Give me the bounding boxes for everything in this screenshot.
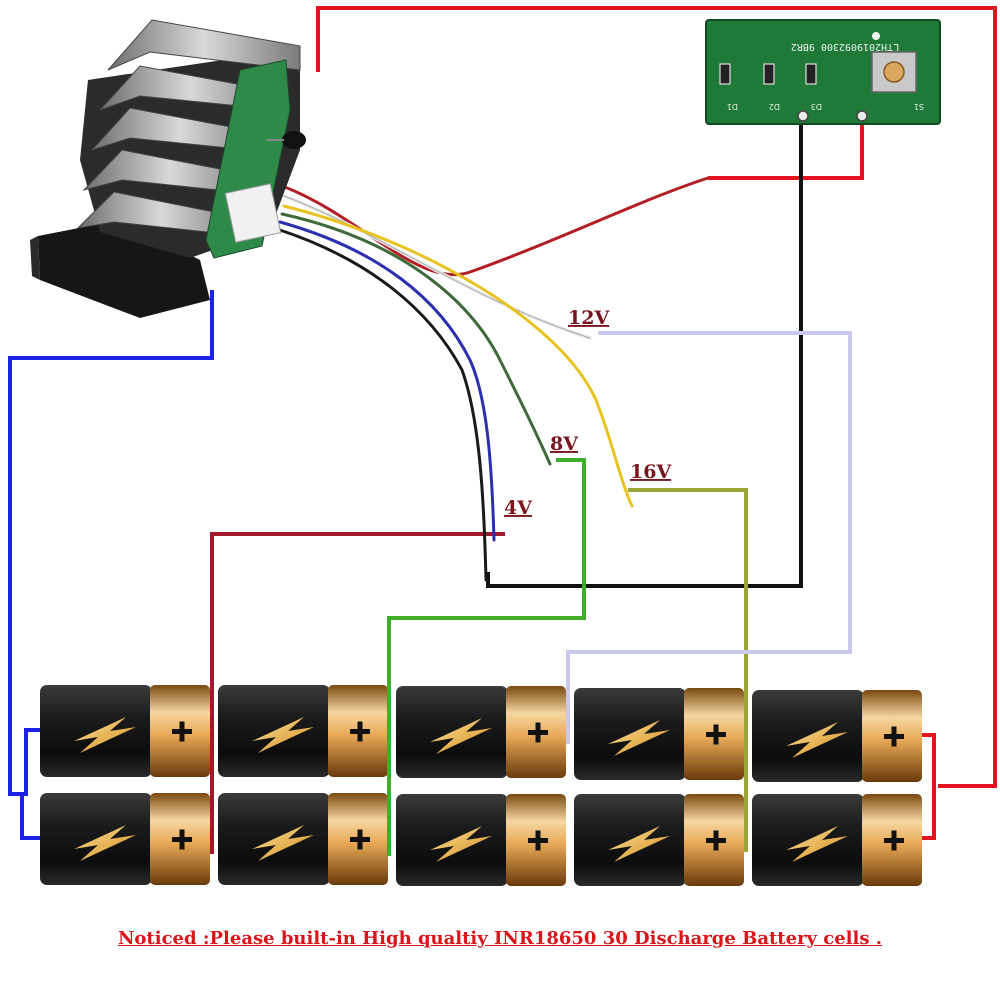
led-d3 <box>805 63 817 85</box>
thermistor <box>282 131 306 149</box>
push-switch-button <box>883 61 905 83</box>
battery-cell <box>574 688 744 780</box>
connector-socket <box>224 183 282 243</box>
switch-label: S1 <box>914 102 924 111</box>
led-d1 <box>719 63 731 85</box>
led-d3-label: D3 <box>811 102 822 111</box>
lead-white <box>282 194 592 340</box>
led-d2-label: D2 <box>769 102 780 111</box>
tap-label-8v: 8V <box>550 433 579 455</box>
wire-darkred-4v <box>210 532 505 854</box>
battery-cell <box>40 685 210 777</box>
lead-black <box>278 228 488 582</box>
battery-cell <box>752 690 922 782</box>
lead-green <box>280 212 552 466</box>
lead-yellow <box>282 204 634 508</box>
battery-connector <box>30 19 306 318</box>
notice-text: Noticed :Please built-in High qualtiy IN… <box>117 928 883 949</box>
wire-olive-16v <box>628 488 748 852</box>
battery-cells <box>40 685 922 886</box>
led-d2 <box>763 63 775 85</box>
board-pad-black <box>797 110 809 122</box>
wire-blue-main <box>8 290 214 840</box>
terminal-clip <box>107 19 301 71</box>
battery-cell <box>396 686 566 778</box>
battery-cell <box>218 685 388 777</box>
board-substrate <box>705 19 941 125</box>
lead-red <box>280 176 710 277</box>
board-mark <box>872 32 880 40</box>
battery-cell <box>218 793 388 885</box>
connector-leads <box>278 176 710 582</box>
led-d1-label: D1 <box>727 102 738 111</box>
board-pad-red <box>856 110 868 122</box>
wire-green-8v <box>387 458 586 856</box>
connection-wires <box>8 6 997 856</box>
battery-cell <box>40 793 210 885</box>
lead-white-outline <box>283 195 591 339</box>
battery-cell <box>752 794 922 886</box>
wire-black <box>486 118 803 588</box>
wire-blue-link <box>24 728 40 796</box>
tap-label-4v: 4V <box>504 497 533 519</box>
battery-cell <box>574 794 744 886</box>
wire-lavender-12v <box>566 331 852 744</box>
wire-red-main <box>316 6 997 788</box>
wire-red-board <box>708 118 864 180</box>
wire-red-link <box>922 733 936 840</box>
tap-label-16v: 16V <box>630 461 672 483</box>
tap-label-12v: 12V <box>568 307 610 329</box>
indicator-board: LTH2019092300 9BR2 D1 D2 D3 S1 <box>705 19 941 125</box>
board-label: LTH2019092300 9BR2 <box>791 41 899 52</box>
lead-blue <box>278 220 496 542</box>
battery-cell <box>396 794 566 886</box>
